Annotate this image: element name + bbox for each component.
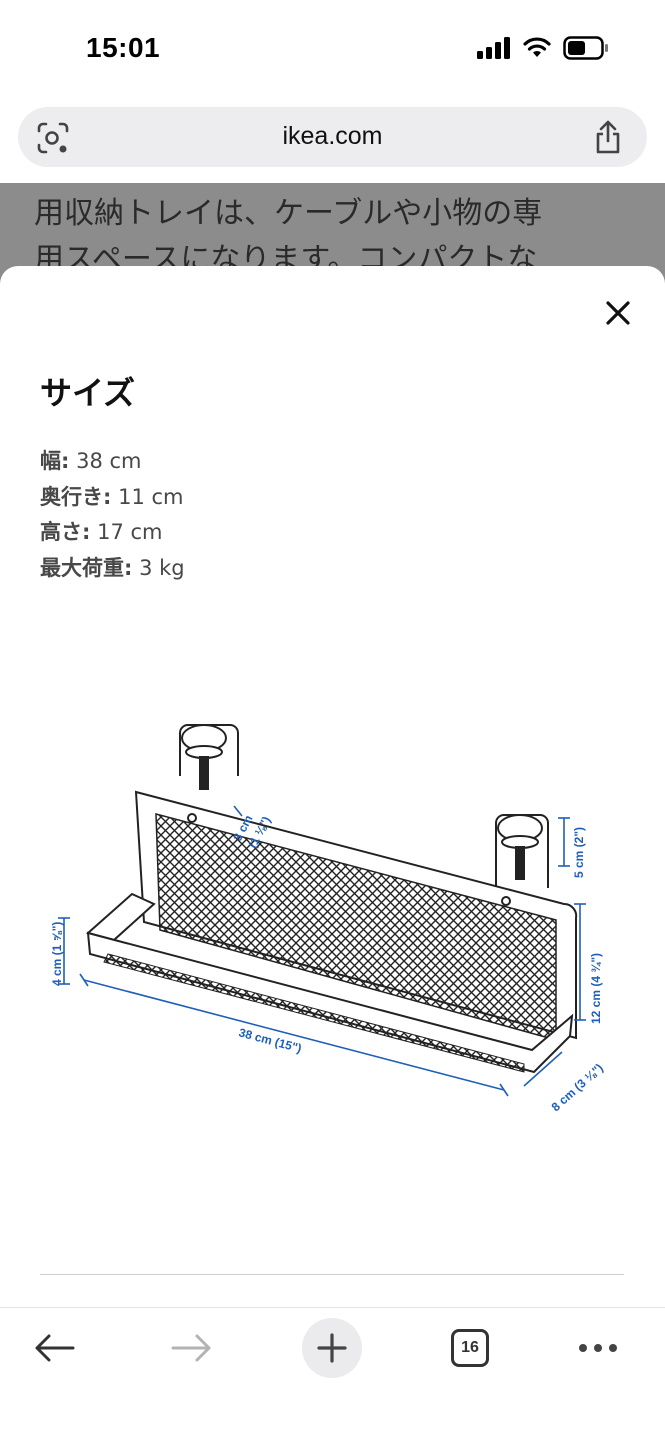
spec-value: 11 cm	[118, 484, 184, 509]
dimension-label-width: 38 cm (15")	[237, 1025, 303, 1055]
wifi-icon	[523, 37, 551, 57]
back-button[interactable]	[24, 1318, 84, 1378]
spec-max-load: 最大荷重: 3 kg	[40, 551, 185, 587]
spec-width: 幅: 38 cm	[40, 444, 185, 480]
signal-icon	[477, 37, 510, 59]
divider	[40, 1274, 624, 1275]
background-text-line: 用収納トレイは、ケーブルや小物の専	[34, 196, 543, 231]
battery-icon	[563, 36, 608, 60]
dimension-label-depth: 8 cm (3 ⅛")	[549, 1061, 606, 1114]
sheet-title: サイズ	[40, 374, 136, 412]
close-icon[interactable]	[601, 296, 635, 330]
spec-value: 3 kg	[139, 555, 185, 580]
status-time: 15:01	[86, 32, 161, 63]
tabs-button[interactable]: 16	[440, 1318, 500, 1378]
product-dimension-diagram: 3 cm (1 ⅛") 5 cm (2") 4 cm (1 ⅝") 12 cm …	[50, 724, 606, 1114]
browser-toolbar: 16	[0, 1307, 665, 1440]
close-button[interactable]	[601, 296, 635, 330]
status-icons	[477, 36, 609, 60]
tab-count[interactable]: 16	[451, 1329, 489, 1367]
dimension-lines	[58, 805, 586, 1097]
dimension-label-clamp: 5 cm (2")	[572, 827, 586, 878]
spec-list: 幅: 38 cm 奥行き: 11 cm 高さ: 17 cm 最大荷重: 3 kg	[40, 444, 185, 586]
spec-label: 高さ:	[40, 520, 91, 544]
status-bar: 15:01	[0, 0, 665, 100]
forward-button[interactable]	[162, 1318, 222, 1378]
spec-label: 幅:	[40, 449, 70, 473]
google-lens-icon[interactable]	[36, 121, 70, 155]
arrow-right-icon[interactable]	[171, 1333, 213, 1363]
url-text[interactable]: ikea.com	[282, 122, 383, 150]
more-dots-icon[interactable]	[578, 1343, 618, 1353]
left-clamp	[179, 724, 239, 790]
size-sheet: サイズ 幅: 38 cm 奥行き: 11 cm 高さ: 17 cm 最大荷重: …	[0, 266, 665, 1310]
spec-label: 最大荷重:	[40, 555, 133, 580]
arrow-left-icon[interactable]	[33, 1333, 75, 1363]
url-bar[interactable]: ikea.com	[18, 107, 647, 167]
spec-height: 高さ: 17 cm	[40, 515, 185, 551]
share-icon[interactable]	[593, 119, 623, 155]
spec-value: 17 cm	[97, 520, 163, 544]
plus-icon[interactable]	[316, 1332, 348, 1364]
new-tab-button[interactable]	[302, 1318, 362, 1378]
spec-label: 奥行き:	[40, 484, 112, 509]
more-button[interactable]	[568, 1318, 628, 1378]
spec-value: 38 cm	[76, 449, 142, 473]
right-clamp	[495, 814, 549, 888]
dimension-label-height: 12 cm (4 ¾")	[589, 953, 603, 1024]
dimension-label-side: 4 cm (1 ⅝")	[50, 922, 64, 986]
spec-depth: 奥行き: 11 cm	[40, 480, 185, 516]
